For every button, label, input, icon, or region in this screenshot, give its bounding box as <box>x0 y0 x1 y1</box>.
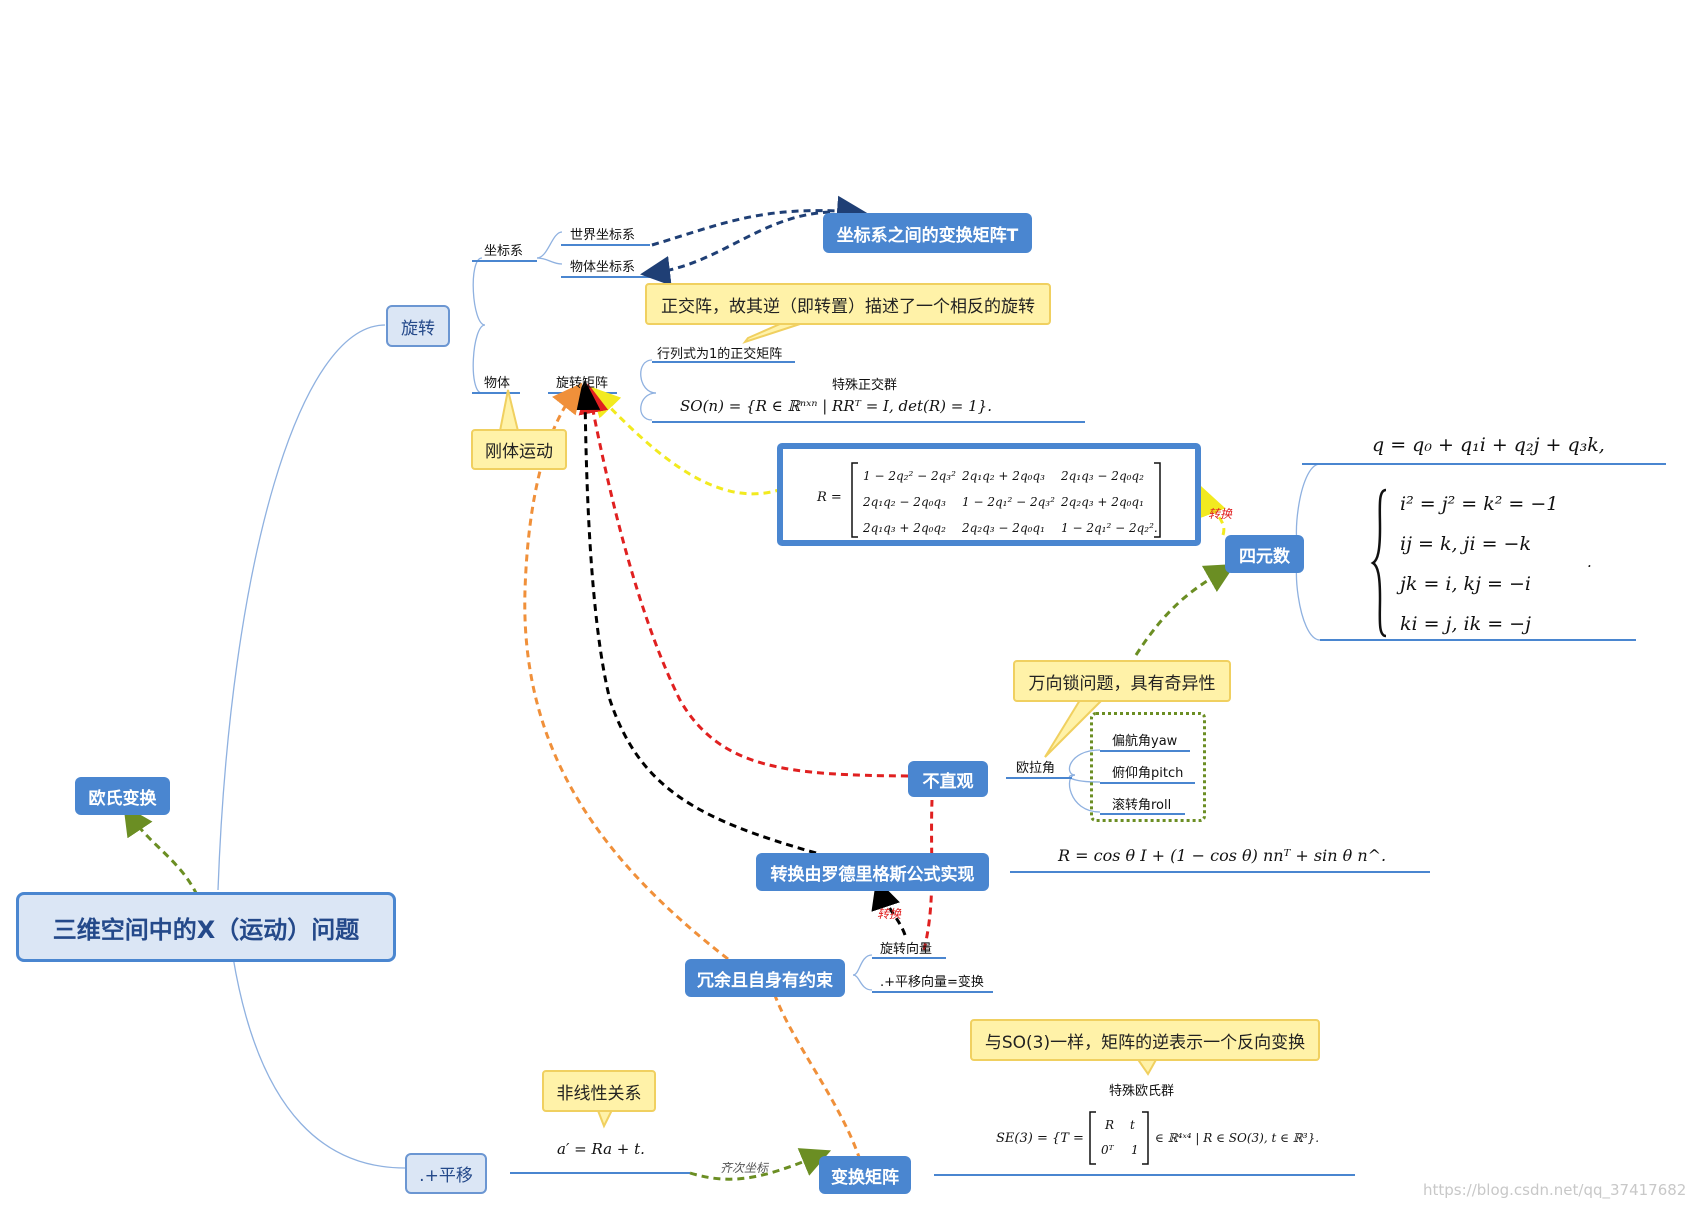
watermark: https://blog.csdn.net/qq_37417682 <box>1423 1181 1686 1199</box>
rmat-lhs: R = <box>817 490 842 505</box>
rotation-matrix-label[interactable]: 旋转矩阵 <box>556 376 609 391</box>
se3-m12: t <box>1130 1118 1135 1132</box>
se3-matrix-brackets-icon <box>1089 1111 1149 1165</box>
transform-matrix-node[interactable]: 变换矩阵 <box>819 1156 911 1194</box>
redundant-constraint-node[interactable]: 冗余且自身有约束 <box>685 959 845 997</box>
rmat-r2c0: 2q₁q₃ + 2q₀q₂ <box>863 521 946 535</box>
det-one-label[interactable]: 行列式为1的正交矩阵 <box>657 347 783 362</box>
rmat-r2c2: 1 − 2q₁² − 2q₂². <box>1061 521 1158 535</box>
quaternion-rel-1: i² = j² = k² = −1 <box>1400 493 1559 515</box>
translation-node[interactable]: .+平移 <box>405 1153 487 1194</box>
quaternion-period: . <box>1587 553 1592 571</box>
tree-branches <box>217 231 1321 1169</box>
quaternion-rotation-matrix-box[interactable] <box>777 443 1201 546</box>
se3-m21: 0ᵀ <box>1101 1143 1114 1157</box>
euler-angle-label[interactable]: 欧拉角 <box>1016 761 1056 776</box>
rodrigues-formula: R = cos θ I + (1 − cos θ) nnᵀ + sin θ n^… <box>1058 846 1387 865</box>
rmat-r1c2: 2q₂q₃ + 2q₀q₁ <box>1061 495 1144 509</box>
rotation-node[interactable]: 旋转 <box>386 305 450 347</box>
transform-matrix-t-node[interactable]: 坐标系之间的变换矩阵T <box>823 213 1032 253</box>
se3-m11: R <box>1105 1118 1115 1132</box>
root-topic[interactable]: 三维空间中的X（运动）问题 <box>16 892 396 962</box>
nonlinear-callout: 非线性关系 <box>542 1070 656 1112</box>
quaternion-rel-4: ki = j, ik = −j <box>1400 613 1531 635</box>
convert-label-2: 转换 <box>877 907 902 921</box>
rmat-r0c2: 2q₁q₃ − 2q₀q₂ <box>1061 469 1144 483</box>
rmat-r1c0: 2q₁q₂ − 2q₀q₃ <box>863 495 946 509</box>
se-group-label[interactable]: 特殊欧氏群 <box>1109 1084 1175 1099</box>
body-coord-label[interactable]: 物体坐标系 <box>570 260 636 275</box>
so-group-label[interactable]: 特殊正交群 <box>832 378 898 393</box>
coord-sys-label[interactable]: 坐标系 <box>484 244 524 259</box>
label-underlines <box>472 244 1666 1176</box>
quaternion-node[interactable]: 四元数 <box>1225 535 1304 573</box>
rmat-r1c1: 1 − 2q₁² − 2q₃² <box>962 495 1055 509</box>
se3-lhs: SE(3) = {T = <box>996 1131 1084 1146</box>
roll-label[interactable]: 滚转角roll <box>1112 798 1172 813</box>
quaternion-rel-3: jk = i, kj = −i <box>1400 573 1531 595</box>
euclid-transform-node[interactable]: 欧氏变换 <box>75 777 170 815</box>
se3-m22: 1 <box>1131 1143 1139 1157</box>
not-intuitive-node[interactable]: 不直观 <box>908 761 988 797</box>
rmat-r0c1: 2q₁q₂ + 2q₀q₃ <box>962 469 1045 483</box>
orthogonal-callout: 正交阵，故其逆（即转置）描述了一个相反的旋转 <box>645 283 1051 325</box>
yaw-label[interactable]: 偏航角yaw <box>1112 734 1178 749</box>
euler-angles-group-frame <box>1090 712 1206 822</box>
plus-translation-label[interactable]: .+平移向量=变换 <box>880 975 984 990</box>
se3-inverse-callout: 与SO(3)一样，矩阵的逆表示一个反向变换 <box>970 1019 1320 1061</box>
rigid-motion-callout: 刚体运动 <box>471 429 567 470</box>
rmat-r2c1: 2q₂q₃ − 2q₀q₁ <box>962 521 1045 535</box>
convert-label-1: 转换 <box>1208 507 1233 521</box>
quaternion-definition: q = q₀ + q₁i + q₂j + q₃k, <box>1372 434 1605 456</box>
so-n-formula: SO(n) = {R ∈ ℝⁿˣⁿ | RRᵀ = I, det(R) = 1}… <box>680 397 992 415</box>
rodrigues-node[interactable]: 转换由罗德里格斯公式实现 <box>756 853 989 891</box>
se3-rhs: ∈ ℝ⁴ˣ⁴ | R ∈ SO(3), t ∈ ℝ³}. <box>1155 1131 1320 1145</box>
homogeneous-label: 齐次坐标 <box>720 1161 769 1175</box>
rmat-brackets-icon <box>851 462 1161 538</box>
quaternion-rel-2: ij = k, ji = −k <box>1400 533 1531 555</box>
affine-formula: a′ = Ra + t. <box>557 1140 645 1158</box>
world-coord-label[interactable]: 世界坐标系 <box>570 228 636 243</box>
object-label[interactable]: 物体 <box>484 376 511 391</box>
brace-icon <box>1370 488 1387 638</box>
rotation-vector-label[interactable]: 旋转向量 <box>880 942 933 957</box>
pitch-label[interactable]: 俯仰角pitch <box>1112 766 1184 781</box>
gimbal-lock-callout: 万向锁问题，具有奇异性 <box>1013 660 1231 702</box>
rmat-r0c0: 1 − 2q₂² − 2q₃² <box>863 469 956 483</box>
